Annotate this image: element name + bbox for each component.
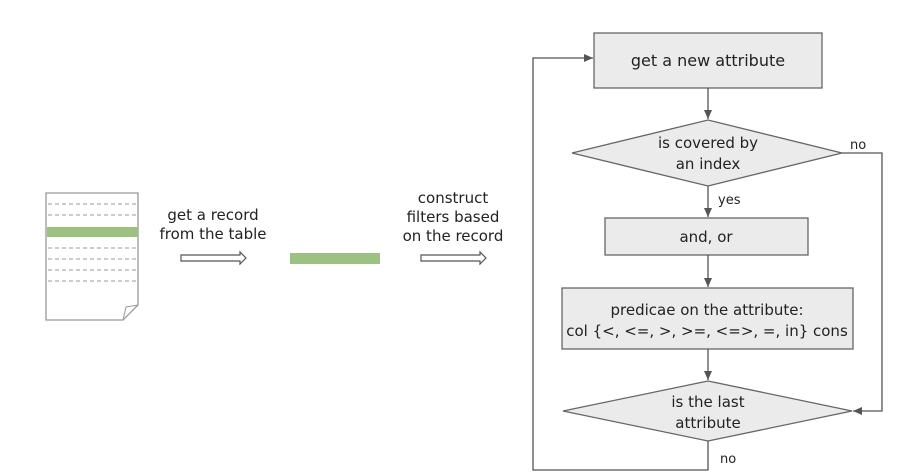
no-label: no (720, 452, 736, 467)
node-predicate-line2: col {<, <=, >, >=, <=>, =, in} cons (566, 322, 848, 340)
node-and-or (604, 217, 809, 256)
no-label: no (850, 138, 866, 153)
highlighted-row (47, 227, 138, 237)
decision-last-line2: attribute (675, 414, 740, 432)
hollow-arrow-icon (180, 250, 247, 266)
arrow-no-branch (842, 152, 883, 415)
decision-last-line1: is the last (671, 393, 744, 411)
decision-covered-line2: an index (676, 155, 741, 173)
node-and-or-label: and, or (679, 228, 733, 246)
node-get-attribute-label: get a new attribute (631, 51, 785, 70)
step1-line2: from the table (159, 225, 266, 243)
decision-covered-by-index (571, 119, 843, 187)
step1-line1: get a record (167, 206, 258, 224)
table-document-icon (45, 192, 139, 321)
decision-covered-line1: is covered by (658, 134, 758, 152)
yes-label: yes (718, 193, 741, 208)
step2-line3: on the record (403, 227, 504, 245)
arrow-loop-back (532, 54, 709, 471)
step2-line2: filters based (407, 208, 500, 226)
step2-line1: construct (418, 189, 489, 207)
node-predicate-line1: predicae on the attribute: (610, 301, 803, 319)
hollow-arrow-icon (420, 250, 487, 266)
decision-last-attribute (562, 380, 853, 442)
record-bar (290, 253, 380, 264)
